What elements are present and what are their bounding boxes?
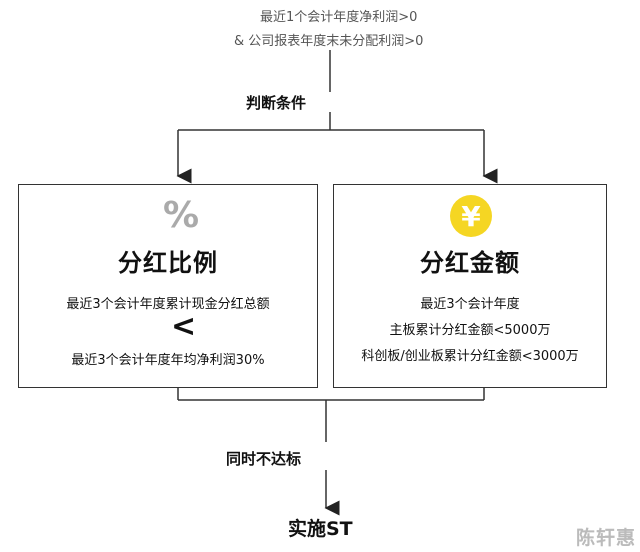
dividend-ratio-line-2: 最近3个会计年度年均净利润30% — [71, 353, 265, 368]
condition-1: 最近1个会计年度净利润>0 — [260, 10, 418, 25]
dividend-ratio-box: % 分红比例 最近3个会计年度累计现金分红总额 < 最近3个会计年度年均净利润3… — [18, 184, 318, 388]
result-label: 实施ST — [288, 518, 353, 540]
dividend-ratio-line-1: 最近3个会计年度累计现金分红总额 — [66, 297, 270, 312]
less-than-operator: < — [171, 309, 197, 344]
dividend-amount-line-2: 主板累计分红金额<5000万 — [389, 323, 551, 338]
dividend-amount-line-1: 最近3个会计年度 — [420, 297, 520, 312]
dividend-amount-line-3: 科创板/创业板累计分红金额<3000万 — [361, 349, 579, 364]
dividend-amount-title: 分红金额 — [420, 249, 520, 277]
dividend-amount-box: ¥ 分红金额 最近3个会计年度 主板累计分红金额<5000万 科创板/创业板累计… — [333, 184, 607, 388]
percent-icon: % — [163, 195, 200, 236]
condition-2: & 公司报表年度末未分配利润>0 — [234, 34, 424, 49]
judge-label: 判断条件 — [246, 94, 307, 112]
dividend-ratio-title: 分红比例 — [118, 249, 218, 277]
author-watermark: 陈轩惠 — [575, 527, 636, 549]
yen-coin-icon: ¥ — [450, 195, 492, 237]
fail-label: 同时不达标 — [226, 450, 302, 468]
